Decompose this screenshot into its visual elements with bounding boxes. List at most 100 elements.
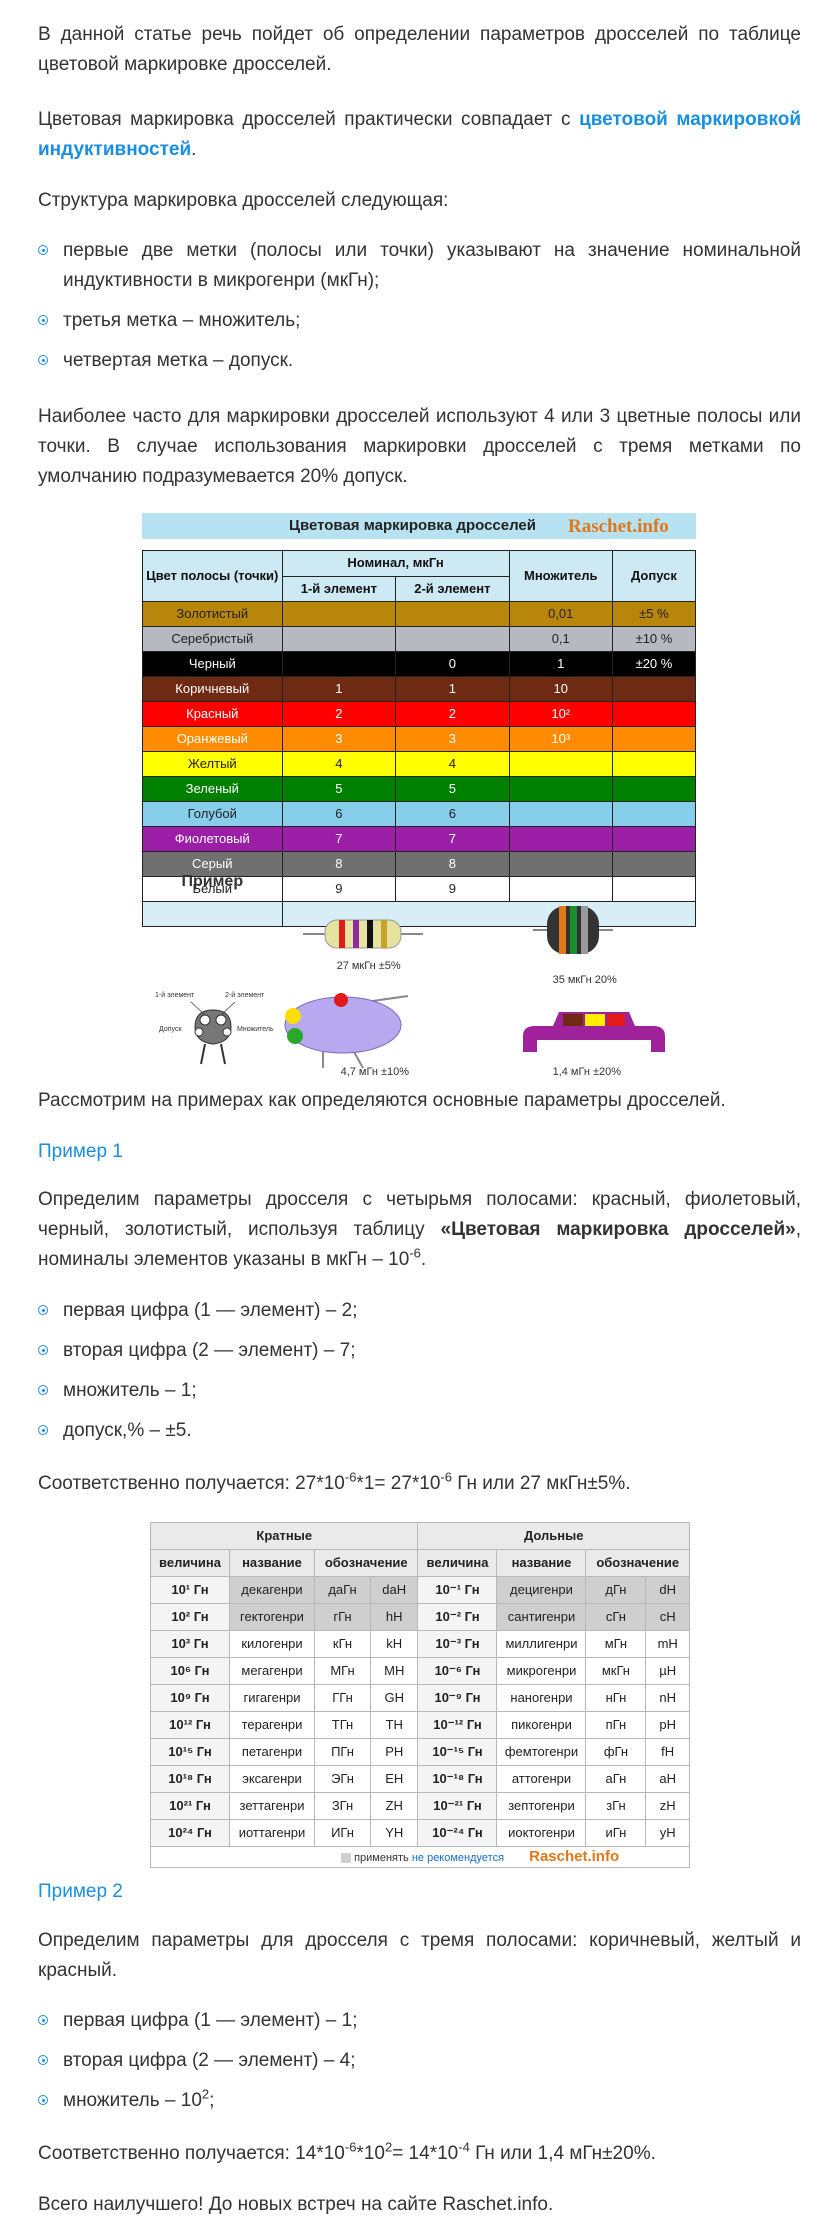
multiple-symbol-ru-cell: кГн [314,1630,371,1658]
multiple-symbol-ru-cell: даГн [314,1576,371,1604]
bullet-icon [38,2095,48,2105]
ex1-text: Определим параметры дросселя с четырьмя … [38,1189,801,1240]
fraction-value-cell: 10⁻⁶ Гн [417,1657,498,1685]
header-nominal: Номинал, мкГн [281,550,510,577]
bullet-icon [38,315,48,325]
bullet-icon [38,2055,48,2065]
inductance-marking-link[interactable]: цветовой маркировкой индуктивностей [38,109,801,160]
color-name-cell: Белый [142,876,283,902]
element-2-cell: 2 [395,701,510,727]
fraction-symbol-ru-cell: иГн [585,1819,647,1847]
fraction-name-cell: аттогенри [496,1765,587,1793]
multiple-symbol-ru-cell: ИГн [314,1819,371,1847]
ex1-result-sup1: -6 [344,1469,357,1485]
ex1-bold-title: «Цветовая маркировка дросселей» [440,1219,796,1240]
footer-cell: применять не рекомендуется Raschet.info [150,1846,690,1868]
multiple-name-cell: декагенри [229,1576,315,1604]
choke-27uh-icon [302,919,423,949]
example-1-result: Соответственно получается: 27*10-6*1= 27… [38,1469,631,1499]
col-name-header: название [229,1549,315,1577]
header-element-2: 2-й элемент [395,575,510,602]
ex1-result-a: Соответственно получается: 27*10 [38,1473,345,1494]
multiple-symbol-ru-cell: ТГн [314,1711,371,1739]
ex1-result-b: *1= 27*10 [356,1473,441,1494]
list-item-text: вторая цифра (2 — элемент) – 7; [63,1340,356,1361]
ex2-result-b: *10 [356,2143,385,2164]
intro-paragraph-4: Наиболее часто для маркировки дросселей … [38,406,801,487]
example-1-heading: Пример 1 [38,1141,123,1162]
bullet-icon [38,355,48,365]
multiple-symbol-int-cell: MH [369,1657,419,1685]
color-name-cell: Зеленый [142,776,283,802]
color-name-cell: Коричневый [142,676,283,702]
color-name-cell: Серый [142,851,283,877]
multiple-symbol-ru-cell: ГГн [314,1684,371,1712]
multiplier-cell [508,826,613,852]
fraction-symbol-ru-cell: мкГн [585,1657,647,1685]
multiple-symbol-ru-cell: ЭГн [314,1765,371,1793]
fraction-name-cell: сантигенри [496,1603,587,1631]
fraction-symbol-int-cell: µH [645,1657,690,1685]
multiplier-cell: 1 [508,651,613,677]
multiplier-cell [508,801,613,827]
multiple-value-cell: 10¹ Гн [150,1576,230,1604]
bullet-icon [38,1345,48,1355]
multiple-symbol-int-cell: GH [369,1684,419,1712]
element-1-cell: 8 [281,851,397,877]
footnote-link: не рекомендуется [411,1851,505,1864]
multiple-symbol-int-cell: EH [369,1765,419,1793]
fraction-name-cell: иоктогенри [496,1819,587,1847]
multiple-symbol-int-cell: YH [369,1819,419,1847]
multiplier-cell: 10³ [508,726,613,752]
intro-paragraph-1: В данной статье речь пойдет об определен… [38,24,801,75]
tolerance-cell [611,751,697,777]
legend-multiplier: Множитель [237,1026,274,1033]
element-2-cell: 5 [395,776,510,802]
multiple-symbol-int-cell: PH [369,1738,419,1766]
multiple-symbol-ru-cell: ПГн [314,1738,371,1766]
multiple-symbol-int-cell: daH [369,1576,419,1604]
list-item: третья метка – множитель; [38,306,801,336]
element-1-cell: 7 [281,826,397,852]
multiple-name-cell: петагенри [229,1738,315,1766]
element-2-cell: 9 [395,876,510,902]
fraction-symbol-ru-cell: дГн [585,1576,647,1604]
example-1-paragraph: Определим параметры дросселя с четырьмя … [38,1185,801,1275]
col-name-header: название [496,1549,587,1577]
bullet-icon [38,2015,48,2025]
tolerance-cell [611,851,697,877]
tolerance-cell [611,801,697,827]
element-2-cell: 3 [395,726,510,752]
inductance-units-table: Кратные Дольные величина название обозна… [149,1522,690,1868]
tolerance-cell: ±5 % [611,601,697,627]
multiple-symbol-ru-cell: МГн [314,1657,371,1685]
legend-tolerance: Допуск [159,1026,182,1033]
list-item: первая цифра (1 — элемент) – 2; [38,1296,801,1326]
fraction-value-cell: 10⁻¹² Гн [417,1711,498,1739]
example-2-paragraph: Определим параметры для дросселя с тремя… [38,1930,801,1981]
list-item: первые две метки (полосы или точки) указ… [38,236,801,296]
fraction-symbol-int-cell: fH [645,1738,690,1766]
list-item-text: множитель – 1; [63,1380,197,1401]
list-item: вторая цифра (2 — элемент) – 4; [38,2046,801,2076]
multiple-value-cell: 10¹⁵ Гн [150,1738,230,1766]
ex2-result-sup3: -4 [458,2139,470,2155]
multiple-name-cell: мегагенри [229,1657,315,1685]
multiple-value-cell: 10¹⁸ Гн [150,1765,230,1793]
color-name-cell: Серебристый [142,626,283,652]
raschet-logo: Raschet.info [529,1847,620,1865]
fraction-name-cell: зептогенри [496,1792,587,1820]
fraction-value-cell: 10⁻⁹ Гн [417,1684,498,1712]
fraction-name-cell: микрогенри [496,1657,587,1685]
fraction-value-cell: 10⁻²¹ Гн [417,1792,498,1820]
fraction-symbol-int-cell: pH [645,1711,690,1739]
